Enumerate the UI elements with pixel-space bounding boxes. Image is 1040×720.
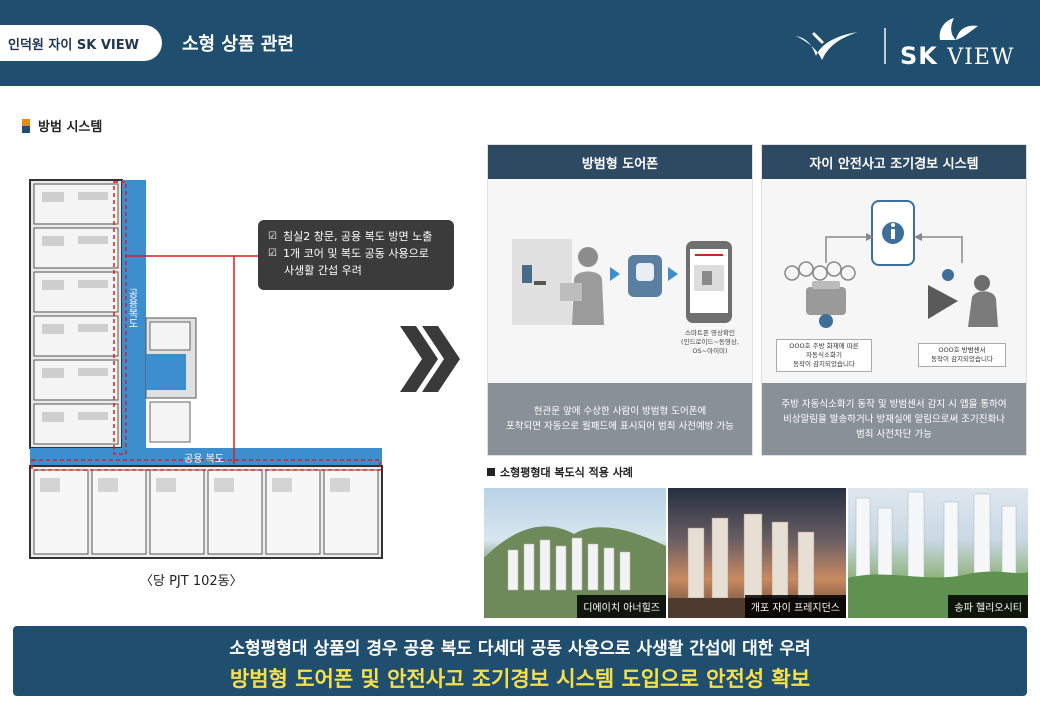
- callout-row: ☑ 침실2 창문, 공용 복도 방면 노출: [268, 228, 444, 245]
- early-warning-illustration: OOO호 주방 화재에 따른 자동식소화기 동작이 감지되었습니다 OOO호 방…: [762, 179, 1026, 385]
- case-caption: 개포 자이 프레지던스: [744, 595, 846, 618]
- brand-logos: SK VIEW: [792, 16, 1022, 72]
- panel-desc-line: 비상알림을 발송하거나 방재실에 알림으로써 조기진화나: [783, 413, 1005, 425]
- case-photo-helio-city: 송파 헬리오시티: [848, 488, 1028, 618]
- logo-sk-text: SK: [900, 42, 938, 70]
- section-marker-icon: [22, 118, 30, 133]
- sensor-alert-note: OOO호 방범센서 동작이 감지되었습니다: [918, 343, 1006, 367]
- skview-wordmark: SK VIEW: [900, 42, 1015, 70]
- xi-bird-logo: [796, 32, 858, 60]
- double-chevron-right-icon: [400, 326, 460, 392]
- floor-plan: 공용복도 공용 복도: [28, 178, 388, 562]
- floor-plan-drawing: [29, 179, 383, 559]
- section-heading: 방범 시스템: [22, 116, 102, 135]
- corridor-label-vertical: 공용복도: [126, 288, 137, 328]
- panel-desc-line: 주방 자동식소화기 동작 및 방범센서 감지 시 앱을 통하여: [781, 398, 1007, 410]
- callout-text: 침실2 창문, 공용 복도 방면 노출: [282, 230, 433, 243]
- project-name-pill: 인덕원 자이 SK VIEW: [0, 25, 162, 61]
- logo-view-text: VIEW: [947, 45, 1015, 70]
- banner-solution: 방범형 도어폰 및 안전사고 조기경보 시스템 도입으로 안전성 확보: [229, 667, 811, 691]
- project-name: 인덕원 자이 SK VIEW: [8, 37, 139, 53]
- cases-title: 소형평형대 복도식 적용 사례: [500, 466, 633, 479]
- section-title: 방범 시스템: [38, 120, 103, 135]
- callout-text: 1개 코어 및 복도 공동 사용으로: [282, 247, 429, 260]
- panel-title: 자이 안전사고 조기경보 시스템: [762, 145, 1026, 179]
- case-caption: 송파 헬리오시티: [948, 595, 1028, 618]
- checkbox-icon: ☑: [268, 248, 277, 259]
- panel-title: 방범형 도어폰: [488, 145, 752, 179]
- sk-butterfly-logo: [939, 18, 978, 40]
- doorphone-panel: 방범형 도어폰 스마트폰 영상확인 (인드로이드~동영상, OS~아이미) 현관…: [487, 144, 753, 456]
- privacy-callout: ☑ 침실2 창문, 공용 복도 방면 노출 ☑ 1개 코어 및 복도 공동 사용…: [258, 220, 454, 290]
- square-bullet-icon: [487, 468, 495, 476]
- plan-caption: 〈당 PJT 102동〉: [140, 574, 243, 589]
- checkbox-icon: ☑: [268, 231, 277, 242]
- header-bar: 인덕원 자이 SK VIEW 소형 상품 관련 SK VIEW: [0, 0, 1040, 86]
- doorphone-illustration: 스마트폰 영상확인 (인드로이드~동영상, OS~아이미): [488, 179, 752, 385]
- early-warning-panel: 자이 안전사고 조기경보 시스템 OOO호 주방 화재에 따른 자동식소화기 동…: [761, 144, 1027, 456]
- callout-row: ☑ 1개 코어 및 복도 공동 사용으로: [268, 245, 444, 262]
- panel-desc-line: 범죄 사전차단 가능: [856, 428, 932, 440]
- corridor-label-horizontal: 공용 복도: [184, 454, 224, 465]
- page-title: 소형 상품 관련: [182, 34, 294, 55]
- case-caption: 디에이치 아너힐즈: [577, 595, 666, 618]
- callout-row: 사생활 간섭 우려: [268, 262, 444, 279]
- cases-heading: 소형평형대 복도식 적용 사례: [487, 464, 633, 480]
- panel-description: 현관문 앞에 수상한 사람이 방범형 도어폰에 포착되면 자동으로 월패드에 표…: [488, 383, 752, 455]
- banner-concern: 소형평형대 상품의 경우 공용 복도 다세대 공동 사용으로 사생활 간섭에 대…: [229, 639, 811, 659]
- fire-alert-note: OOO호 주방 화재에 따른 자동식소화기 동작이 감지되었습니다: [776, 339, 872, 372]
- smartphone-note: 스마트폰 영상확인 (인드로이드~동영상, OS~아이미): [681, 329, 739, 355]
- callout-text: 사생활 간섭 우려: [284, 264, 362, 277]
- case-photo-honor-hills: 디에이치 아너힐즈: [484, 488, 666, 618]
- panel-desc-line: 포착되면 자동으로 월패드에 표시되어 범죄 사전예방 가능: [506, 421, 734, 432]
- case-photo-gaepo-xi: 개포 자이 프레지던스: [668, 488, 846, 618]
- logo-divider: [884, 28, 886, 64]
- summary-banner: 소형평형대 상품의 경우 공용 복도 다세대 공동 사용으로 사생활 간섭에 대…: [13, 626, 1027, 696]
- panel-desc-line: 현관문 앞에 수상한 사람이 방범형 도어폰에: [533, 406, 707, 417]
- panel-description: 주방 자동식소화기 동작 및 방범센서 감지 시 앱을 통하여 비상알림을 발송…: [762, 383, 1026, 455]
